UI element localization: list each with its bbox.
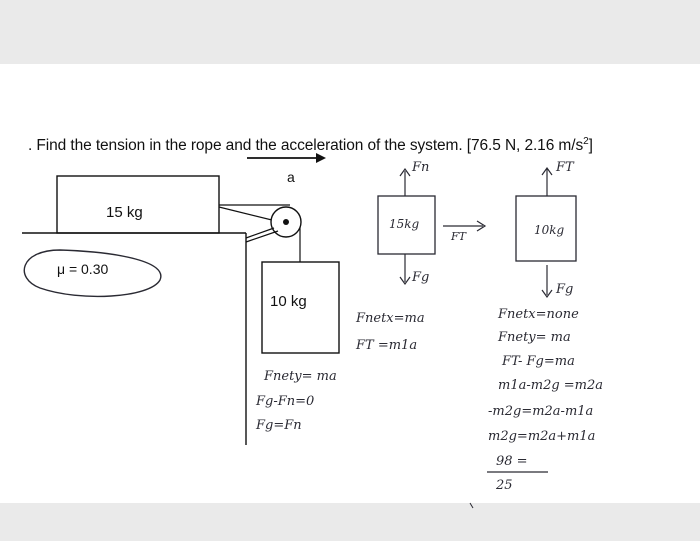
fbd2-eq5: -m2g=m2a-m1a bbox=[488, 404, 594, 419]
fbd2-eq2: Fnety= ma bbox=[498, 330, 571, 345]
fbd2-box-label: 10kg bbox=[534, 223, 565, 237]
block2-mass-label: 10 kg bbox=[270, 293, 307, 310]
fbd1-gravity-label: Fg bbox=[412, 270, 430, 285]
mu-circle-annotation bbox=[23, 249, 162, 298]
friction-coefficient-label: μ = 0.30 bbox=[57, 261, 109, 277]
fbd2-eq6: m2g=m2a+m1a bbox=[488, 429, 596, 444]
fbd1-eq1: Fnetx=ma bbox=[356, 311, 425, 326]
block1-mass-label: 15 kg bbox=[106, 204, 143, 221]
note-fg-equals-fn: Fg=Fn bbox=[256, 418, 302, 433]
bottom-grey-band bbox=[0, 503, 700, 541]
fbd1-normal-force-label: Fn bbox=[412, 160, 430, 175]
note-fg-fn-zero: Fg-Fn=0 bbox=[256, 394, 315, 409]
fbd2-eq4: m1a-m2g =m2a bbox=[498, 378, 604, 393]
fbd2-box bbox=[515, 195, 577, 262]
acceleration-label: a bbox=[287, 169, 295, 185]
fbd2-eq7: 98 = bbox=[496, 454, 528, 469]
note-fnety: Fnety= ma bbox=[264, 369, 337, 384]
fbd2-tension-label: FT bbox=[556, 160, 574, 175]
fbd1-tension-label: FT bbox=[451, 230, 466, 243]
fbd2-eq3: FT- Fg=ma bbox=[502, 354, 575, 369]
fbd1-box-label: 15kg bbox=[389, 217, 420, 231]
problem-statement: . Find the tension in the rope and the a… bbox=[28, 136, 593, 155]
fbd1-box bbox=[377, 195, 436, 255]
fbd2-eq1: Fnetx=none bbox=[498, 307, 579, 322]
fbd2-eq8: 25 bbox=[496, 478, 513, 493]
block-10kg bbox=[261, 261, 340, 354]
top-grey-band bbox=[0, 0, 700, 64]
fbd1-eq2: FT =m1a bbox=[356, 338, 418, 353]
fbd2-gravity-label: Fg bbox=[556, 282, 574, 297]
